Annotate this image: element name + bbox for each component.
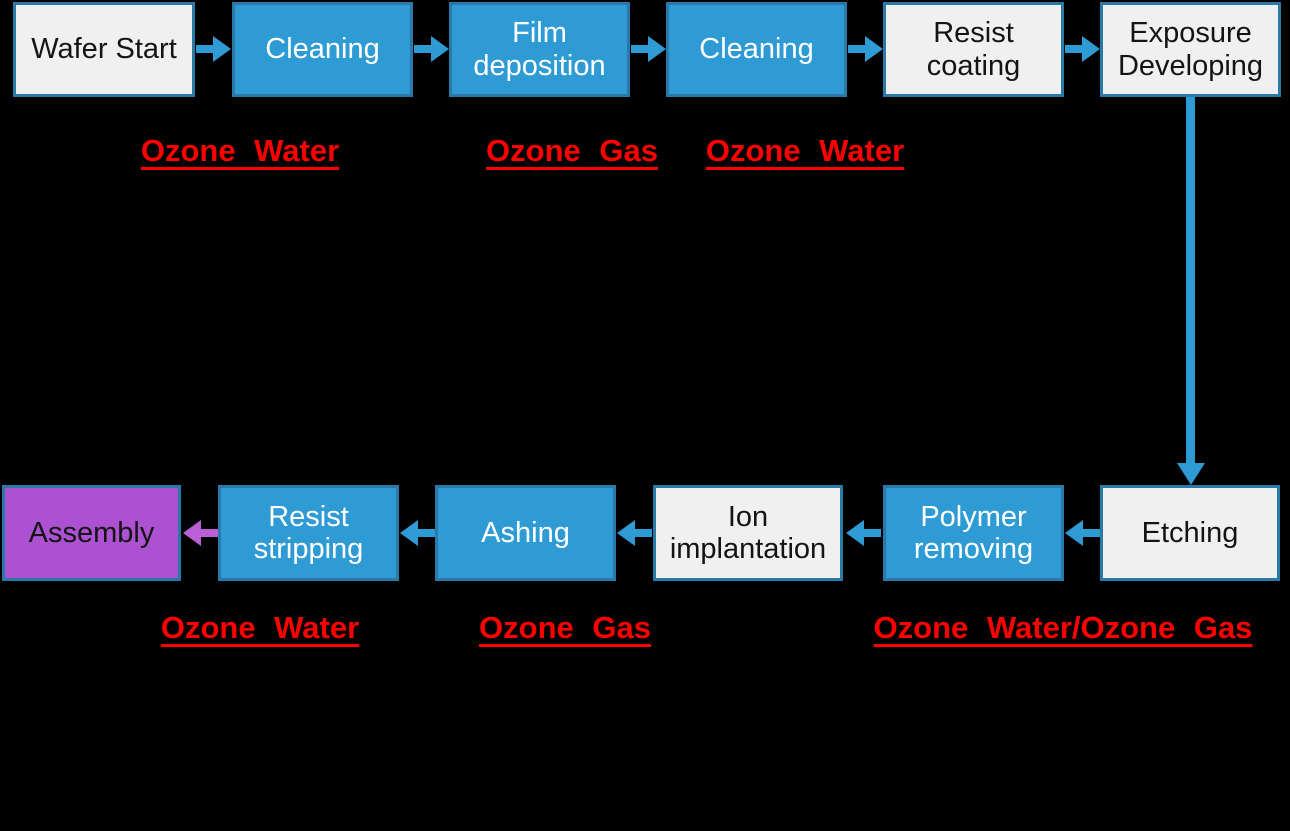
node-label: Film deposition (473, 17, 606, 82)
arrow-right-icon (1065, 36, 1100, 62)
arrow-left-icon (400, 520, 435, 546)
ozone-annotation-film-deposition: Ozone Gas (486, 133, 658, 168)
ozone-annotation-resist-stripping: Ozone Water (160, 610, 360, 645)
arrow-left-icon (617, 520, 652, 546)
arrow-left-purple-icon (183, 520, 218, 546)
arrow-down-shaft (1186, 97, 1195, 465)
node-label: Wafer Start (31, 33, 177, 66)
flow-node-cleaning-1: Cleaning (232, 2, 413, 97)
flow-node-cleaning-2: Cleaning (666, 2, 847, 97)
flow-node-etching: Etching (1100, 485, 1280, 581)
node-label: Ashing (481, 516, 570, 549)
node-label: Resist stripping (253, 500, 364, 565)
node-label: Resist coating (926, 17, 1021, 82)
flow-node-wafer-start: Wafer Start (13, 2, 195, 97)
flow-node-film-deposition: Film deposition (449, 2, 630, 97)
arrow-right-icon (196, 36, 231, 62)
node-label: Cleaning (699, 33, 814, 66)
flow-node-ion-implantation: Ion implantation (653, 485, 843, 581)
arrow-right-icon (414, 36, 449, 62)
node-label: Etching (1141, 516, 1239, 549)
flow-node-resist-stripping: Resist stripping (218, 485, 399, 581)
flow-node-ashing: Ashing (435, 485, 616, 581)
node-label: Exposure Developing (1117, 17, 1264, 82)
flow-node-exposure-developing: Exposure Developing (1100, 2, 1281, 97)
arrow-right-icon (848, 36, 883, 62)
arrow-left-icon (1065, 520, 1100, 546)
node-label: Assembly (28, 516, 155, 549)
node-label: Cleaning (265, 33, 380, 66)
arrow-right-icon (631, 36, 666, 62)
arrow-left-icon (846, 520, 881, 546)
flow-node-polymer-removing: Polymer removing (883, 485, 1064, 581)
node-label: Ion implantation (669, 500, 827, 565)
flow-node-assembly: Assembly (2, 485, 181, 581)
ozone-annotation-etching-polymer: Ozone Water/Ozone Gas (873, 610, 1253, 645)
ozone-annotation-cleaning-1: Ozone Water (140, 133, 340, 168)
node-label: Polymer removing (913, 500, 1034, 565)
ozone-annotation-cleaning-2: Ozone Water (705, 133, 905, 168)
ozone-annotation-ashing: Ozone Gas (479, 610, 651, 645)
flow-node-resist-coating: Resist coating (883, 2, 1064, 97)
arrow-down-icon (1177, 463, 1205, 485)
